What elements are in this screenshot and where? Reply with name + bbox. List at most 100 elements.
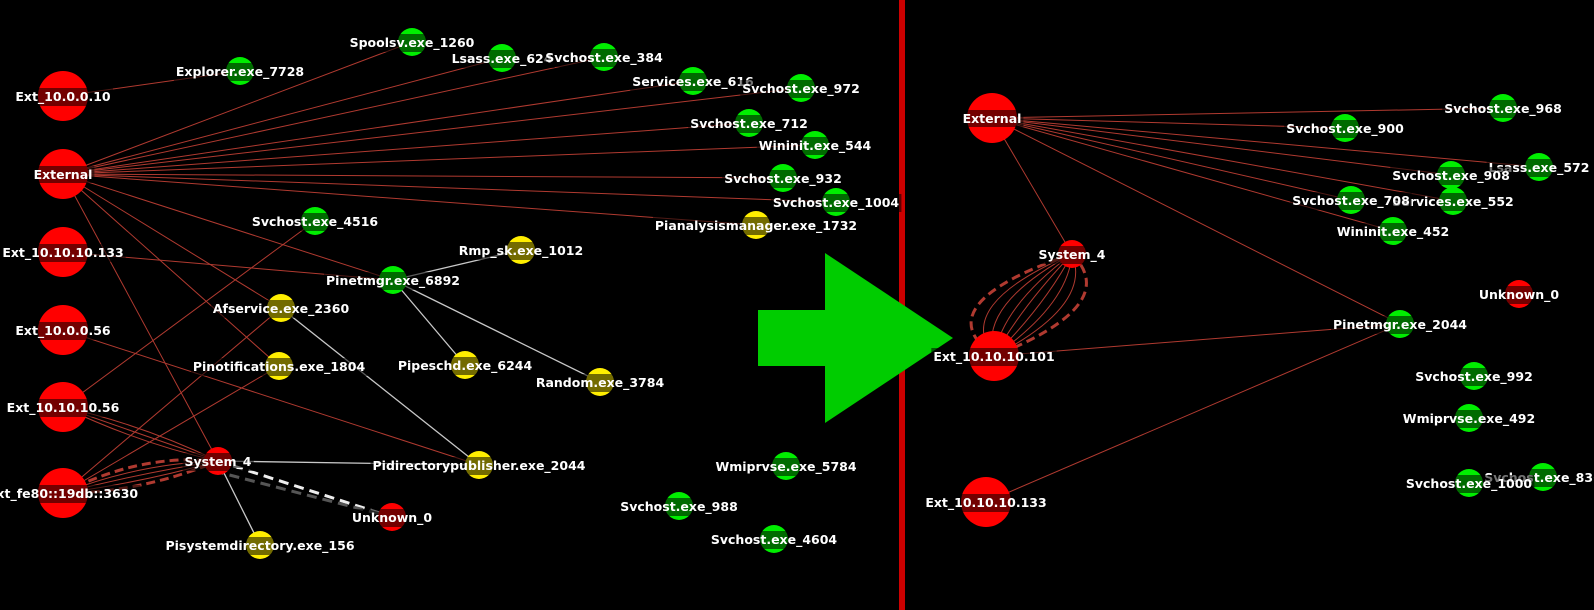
node-sv988[interactable]: Svchost.exe_988 bbox=[618, 492, 740, 520]
node-pm2044[interactable]: Pinetmgr.exe_2044 bbox=[1331, 310, 1470, 338]
node-ext3[interactable]: Ext_10.10.10.133 bbox=[0, 227, 126, 277]
node-label-background bbox=[347, 34, 477, 52]
node-label-background bbox=[0, 485, 141, 503]
edge-extL-pmgr bbox=[62, 173, 394, 281]
node-extR[interactable]: External bbox=[960, 93, 1024, 143]
node-label-background bbox=[324, 272, 462, 290]
node-label-background bbox=[163, 537, 357, 555]
node-wm492[interactable]: Wmiprvse.exe_492 bbox=[1400, 404, 1538, 432]
node-s992[interactable]: Svchost.exe_992 bbox=[1413, 362, 1535, 390]
node-label: Rmp_sk.exe_1012 bbox=[459, 243, 583, 259]
node-label-background bbox=[1400, 410, 1538, 428]
node-label: Wininit.exe_544 bbox=[759, 138, 872, 154]
node-unkL[interactable]: Unknown_0 bbox=[349, 503, 435, 531]
node-ext4[interactable]: Ext_10.0.0.56 bbox=[13, 305, 113, 355]
node-label-background bbox=[1290, 192, 1412, 210]
node-sv4604[interactable]: Svchost.exe_4604 bbox=[708, 525, 840, 553]
edge-extL-afs bbox=[62, 173, 282, 309]
node-sv384[interactable]: Svchost.exe_384 bbox=[543, 43, 666, 71]
node-label-background bbox=[533, 374, 667, 392]
node-l572[interactable]: Lsass.exe_572 bbox=[1486, 153, 1592, 181]
edge-extL-sv932 bbox=[62, 173, 784, 179]
edge-extL-wini bbox=[62, 144, 816, 175]
node-extL[interactable]: External bbox=[31, 149, 95, 199]
node-sysL[interactable]: System_4 bbox=[182, 447, 254, 475]
node-sv712[interactable]: Svchost.exe_712 bbox=[688, 109, 810, 137]
node-rmp[interactable]: Rmp_sk.exe_1012 bbox=[456, 236, 586, 264]
node-pipe[interactable]: Pipeschd.exe_6244 bbox=[395, 351, 535, 379]
node-label-background bbox=[722, 170, 844, 188]
node-pmgr[interactable]: Pinetmgr.exe_6892 bbox=[324, 266, 462, 294]
edge-extL-sysL bbox=[62, 173, 219, 462]
node-pdir[interactable]: Pidirectorypublisher.exe_2044 bbox=[370, 451, 588, 479]
node-label-background bbox=[1331, 316, 1470, 334]
node-label: External bbox=[963, 111, 1022, 126]
node-label: Afservice.exe_2360 bbox=[213, 301, 350, 317]
node-rand[interactable]: Random.exe_3784 bbox=[533, 368, 667, 396]
node-s900[interactable]: Svchost.exe_900 bbox=[1284, 114, 1407, 142]
edge-extL-spool bbox=[62, 41, 413, 175]
edge-extR-s908 bbox=[991, 117, 1452, 176]
node-label: Lsass.exe_624 bbox=[452, 51, 553, 67]
node-sv1004[interactable]: Svchost.exe_1004 bbox=[770, 188, 902, 216]
node-expl[interactable]: Explorer.exe_7728 bbox=[173, 57, 307, 85]
node-s908[interactable]: Svchost.exe_908 bbox=[1390, 161, 1512, 189]
node-pian[interactable]: Pianalysismanager.exe_1732 bbox=[652, 211, 860, 239]
edge-extR-sysR bbox=[991, 117, 1073, 255]
node-label-background bbox=[13, 322, 113, 340]
node-afs[interactable]: Afservice.exe_2360 bbox=[210, 294, 352, 322]
node-label: Svchost.exe_708 bbox=[1292, 193, 1410, 209]
node-label: Services.exe_552 bbox=[1392, 194, 1514, 210]
node-label-background bbox=[173, 63, 307, 81]
node-s968[interactable]: Svchost.exe_968 bbox=[1442, 94, 1564, 122]
node-wini[interactable]: Wininit.exe_544 bbox=[756, 131, 874, 159]
edge-extL-sv972 bbox=[62, 87, 802, 175]
node-label: Lsass.exe_572 bbox=[1489, 160, 1590, 176]
node-sv4516[interactable]: Svchost.exe_4516 bbox=[249, 207, 381, 235]
node-sv972[interactable]: Svchost.exe_972 bbox=[740, 74, 862, 102]
edge-sysL-unkL bbox=[217, 459, 393, 519]
edge-ext6-pnot bbox=[62, 365, 280, 494]
node-label: Pidirectorypublisher.exe_2044 bbox=[373, 458, 586, 474]
transition-arrow-icon bbox=[758, 253, 953, 423]
node-ext101[interactable]: Ext_10.10.10.101 bbox=[931, 331, 1057, 381]
node-pnot[interactable]: Pinotifications.exe_1804 bbox=[190, 352, 368, 380]
node-label-background bbox=[1390, 167, 1512, 185]
node-label-background bbox=[210, 300, 352, 318]
node-ext5[interactable]: Ext_10.10.10.56 bbox=[4, 382, 122, 432]
node-label: Unknown_0 bbox=[1479, 287, 1560, 303]
node-s1000[interactable]: Svchost.exe_1000 bbox=[1403, 469, 1535, 497]
node-ext133[interactable]: Ext_10.10.10.133 bbox=[923, 477, 1049, 527]
edge-extR-l572 bbox=[991, 117, 1540, 168]
node-label-background bbox=[249, 213, 381, 231]
node-s708[interactable]: Svchost.exe_708 bbox=[1290, 186, 1412, 214]
node-ext1[interactable]: Ext_10.0.0.10 bbox=[13, 71, 113, 121]
node-label: Pinotifications.exe_1804 bbox=[193, 359, 366, 375]
edge-extL-sv712 bbox=[62, 122, 750, 175]
node-se552[interactable]: Services.exe_552 bbox=[1390, 187, 1516, 215]
node-label: Ext_fe80::19db::3630 bbox=[0, 486, 138, 502]
node-label-background bbox=[1486, 159, 1592, 177]
node-label-background bbox=[395, 357, 535, 375]
node-ext6[interactable]: Ext_fe80::19db::3630 bbox=[0, 468, 141, 518]
node-label: Svchost.exe_1004 bbox=[773, 195, 900, 211]
node-label: Ext_10.0.0.10 bbox=[15, 89, 111, 105]
node-w452[interactable]: Wininit.exe_452 bbox=[1334, 217, 1452, 245]
edge-extR-se552 bbox=[991, 117, 1454, 202]
node-label-background bbox=[370, 457, 588, 475]
node-psys[interactable]: Pisystemdirectory.exe_156 bbox=[163, 531, 357, 559]
edge-extR-s968 bbox=[991, 107, 1504, 119]
node-spool[interactable]: Spoolsv.exe_1260 bbox=[347, 28, 477, 56]
node-label: Random.exe_3784 bbox=[536, 375, 665, 391]
node-sv932[interactable]: Svchost.exe_932 bbox=[722, 164, 844, 192]
node-label: Svchost.exe_972 bbox=[742, 81, 860, 97]
node-label-background bbox=[1442, 100, 1564, 118]
node-label: Svchost.exe_988 bbox=[620, 499, 738, 515]
edge-extL-serv bbox=[62, 80, 694, 175]
node-sysR[interactable]: System_4 bbox=[1036, 240, 1108, 268]
node-lsass[interactable]: Lsass.exe_624 bbox=[449, 44, 555, 72]
node-wmi1[interactable]: Wmiprvse.exe_5784 bbox=[713, 452, 859, 480]
node-serv[interactable]: Services.exe_616 bbox=[630, 67, 757, 95]
node-unkR[interactable]: Unknown_0 bbox=[1476, 280, 1562, 308]
edge-ext6-afs bbox=[62, 307, 282, 494]
